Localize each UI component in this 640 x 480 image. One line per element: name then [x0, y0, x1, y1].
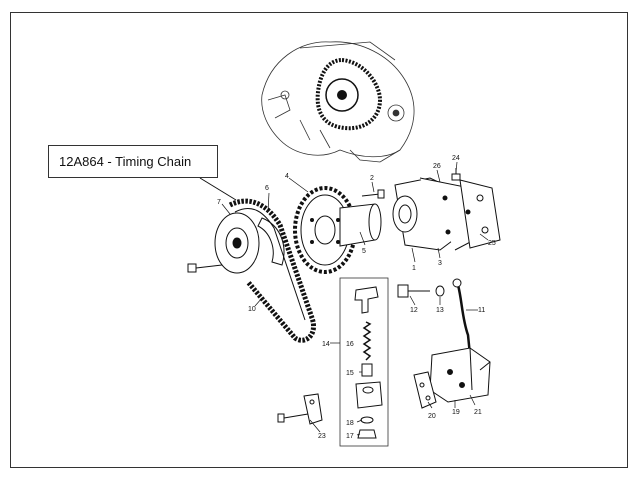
plug-17	[357, 429, 377, 439]
washer-18	[360, 416, 374, 424]
part-label-14: 14	[322, 341, 330, 348]
part-label-24: 24	[452, 155, 460, 162]
tensioner-slipper	[354, 286, 379, 314]
part-label-23: 23	[318, 433, 326, 440]
part-label-5: 5	[362, 248, 366, 255]
part-label-6: 6	[265, 185, 269, 192]
part-label-7: 7	[217, 199, 221, 206]
part-label-11: 11	[478, 307, 485, 314]
part-label-15: 15	[346, 370, 354, 377]
part-label-18: 18	[346, 420, 354, 427]
callout-label-text: 12A864 - Timing Chain	[59, 154, 192, 169]
tensioner-spring	[362, 321, 372, 361]
chain-tensioner	[429, 347, 491, 403]
part-label-20: 20	[428, 413, 436, 420]
callout-leader-line	[199, 177, 237, 201]
tensioner-backplate	[413, 371, 437, 409]
camshaft-hub	[339, 203, 382, 247]
bolt-23	[277, 393, 323, 425]
crank-bolt	[187, 263, 223, 273]
oil-pipe	[456, 284, 472, 356]
part-label-12: 12	[410, 307, 418, 314]
tensioner-cylinder	[355, 381, 383, 409]
tensioner-detail-box	[339, 277, 389, 447]
bolt-12	[397, 284, 430, 298]
part-label-26: 26	[433, 163, 441, 170]
part-label-2: 2	[370, 175, 374, 182]
part-label-1: 1	[412, 265, 416, 272]
part-label-21: 21	[474, 409, 482, 416]
part-label-25: 25	[488, 240, 496, 247]
part-label-19: 19	[452, 409, 460, 416]
part-label-13: 13	[436, 307, 444, 314]
plunger	[361, 363, 373, 377]
callout-label-box: 12A864 - Timing Chain	[48, 145, 218, 178]
engine-block-sketch	[261, 41, 415, 163]
crankshaft-sprocket	[214, 212, 260, 274]
oil-thrower	[257, 217, 285, 266]
engine-timing-chain-sketch	[315, 57, 383, 131]
part-label-16: 16	[346, 341, 354, 348]
washer-13	[435, 285, 445, 297]
part-label-4: 4	[285, 173, 289, 180]
part-label-3: 3	[438, 260, 442, 267]
rear-plate	[459, 179, 501, 249]
part-label-17: 17	[346, 433, 354, 440]
timing-chain	[228, 198, 316, 343]
part-label-10: 10	[248, 306, 256, 313]
sprocket-bolt	[361, 189, 385, 199]
